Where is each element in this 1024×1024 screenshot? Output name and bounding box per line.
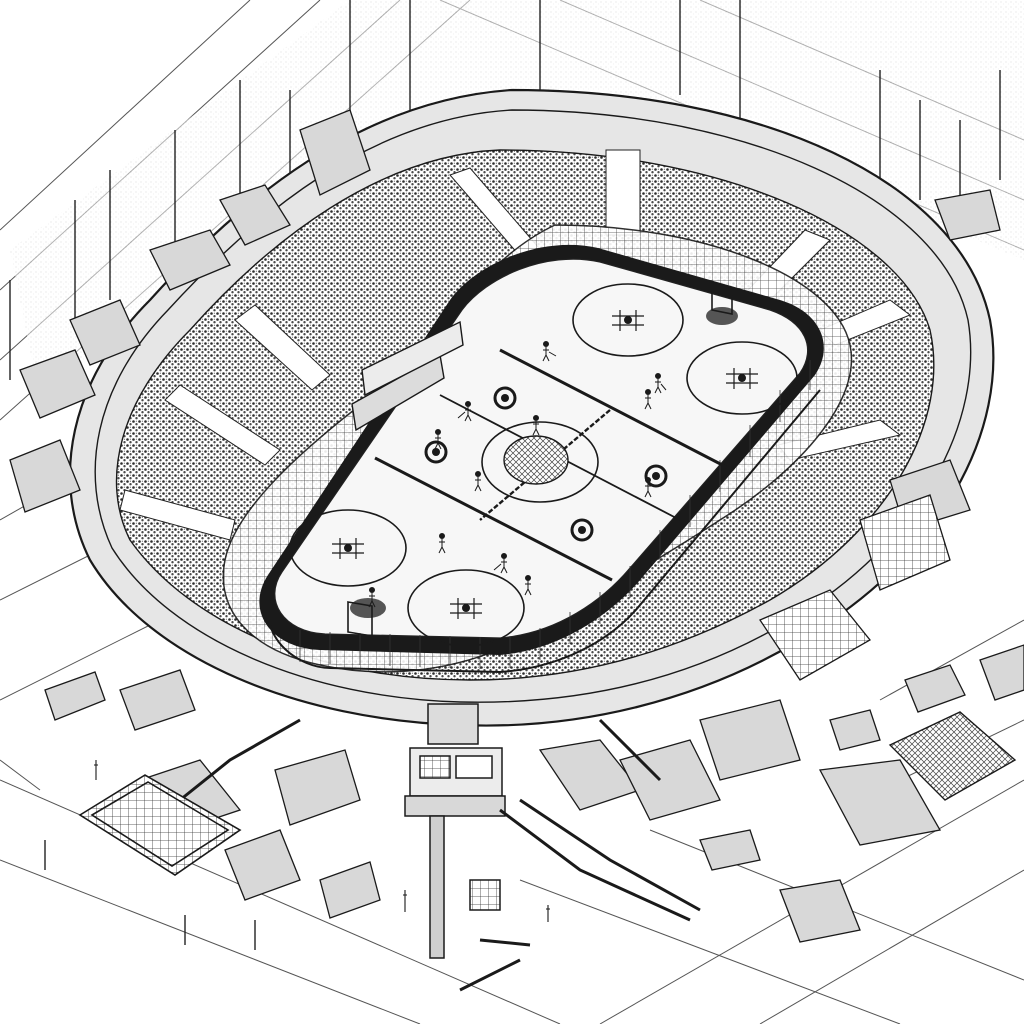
rink-glass-top — [267, 389, 821, 674]
neutral-zone-dots — [424, 386, 668, 542]
ice-rink — [259, 244, 824, 674]
faceoff-circle-bottom-right — [407, 569, 525, 647]
surrounding-machinery — [9, 109, 1024, 943]
player — [532, 415, 540, 436]
blue-line-upper — [499, 348, 733, 472]
ground-figures — [94, 760, 550, 922]
player — [644, 389, 652, 410]
lower-left-panel — [78, 774, 242, 876]
rink-glass — [299, 360, 811, 669]
player — [434, 429, 442, 450]
goal-net-bottom — [347, 598, 386, 637]
player — [644, 477, 652, 498]
player — [524, 575, 532, 596]
center-ice-logo — [503, 435, 569, 485]
center-faceoff-circle — [481, 421, 599, 503]
pipelines — [179, 718, 701, 992]
seating-aisles — [119, 149, 912, 541]
board-scoreboards — [351, 320, 464, 432]
blue-line-lower — [374, 456, 613, 582]
player — [474, 471, 482, 492]
front-entry-structure — [404, 703, 506, 959]
player — [438, 533, 446, 554]
faceoff-circle-top-left — [572, 283, 684, 357]
player — [457, 401, 472, 422]
player — [654, 373, 667, 394]
goal-net-top — [706, 291, 738, 325]
player — [493, 553, 508, 574]
faceoff-circle-top-right — [686, 341, 798, 415]
roof-texture — [10, 0, 1024, 400]
light-masts — [9, 0, 1001, 950]
faceoff-circle-bottom-left — [289, 509, 407, 587]
floor-grate — [888, 711, 1017, 801]
player — [542, 341, 557, 362]
hockey-players — [368, 341, 667, 608]
player — [368, 587, 376, 608]
